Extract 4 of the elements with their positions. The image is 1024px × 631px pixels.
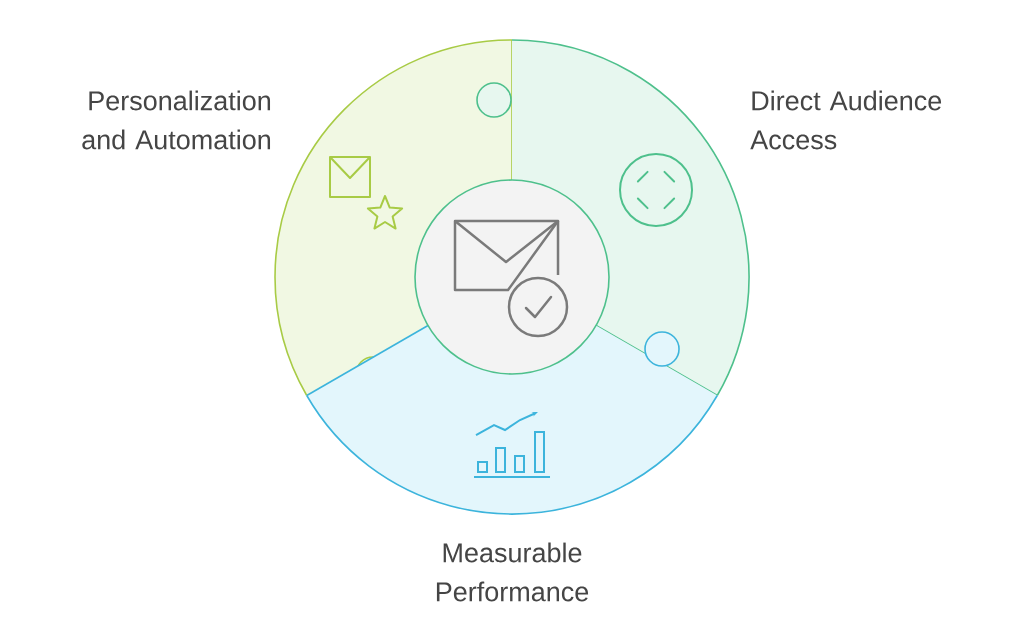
node-label: Measurable Performance <box>436 542 589 602</box>
center-circle <box>414 179 610 375</box>
node-label: Personalization and Automation <box>82 90 271 150</box>
node-label: Direct Audience Access <box>750 90 942 150</box>
